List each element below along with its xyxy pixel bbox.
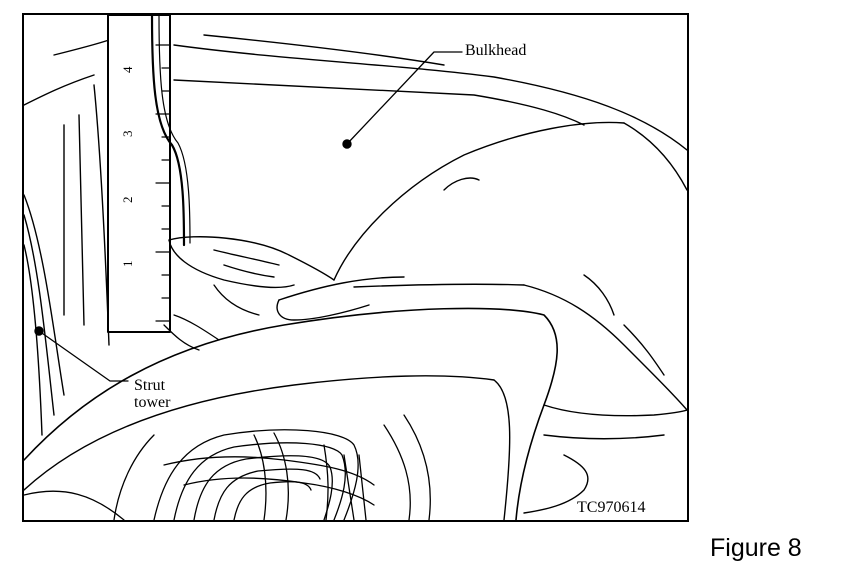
- bulkhead-panel-line: [203, 34, 445, 66]
- bulkhead-label: Bulkhead: [465, 42, 527, 59]
- hand-drawing: [168, 121, 687, 411]
- bulkhead-panel-line: [53, 39, 110, 56]
- strut-tower-outline: [523, 454, 589, 514]
- left-wall-line: [24, 214, 55, 416]
- ruler-tick-label: 3: [120, 131, 135, 138]
- strut-tower-outline: [24, 307, 558, 520]
- hose-line: [158, 15, 191, 244]
- wire-harness: [24, 284, 431, 520]
- illustration-frame: 1 2 3 4: [22, 13, 689, 522]
- bulkhead-panel-line: [173, 79, 585, 126]
- left-wall-line: [78, 114, 85, 326]
- strut-tower-outline: [493, 379, 511, 520]
- image-code: TC970614: [577, 499, 646, 516]
- left-wall-line: [24, 74, 95, 106]
- ruler-tick-label: 2: [120, 197, 135, 204]
- strut-tower-outline: [24, 375, 495, 491]
- measuring-ruler: [107, 15, 171, 333]
- left-wall-line: [93, 84, 110, 346]
- strut-tower-label: Strut tower: [134, 377, 170, 411]
- strut-tower-label-line2: tower: [134, 394, 171, 411]
- bulkhead-panel-line: [173, 44, 687, 151]
- left-wall-line: [24, 244, 43, 436]
- bulkhead-leader-line: [346, 51, 463, 145]
- ruler-tick-label: 1: [120, 261, 135, 268]
- strut-tower-leader-line: [38, 330, 129, 382]
- strut-tower-outline: [543, 404, 687, 417]
- strut-tower-label-line1: Strut: [134, 377, 166, 394]
- figure-caption: Figure 8: [710, 534, 802, 562]
- left-wall-line: [24, 194, 65, 396]
- engine-bay-drawing: 1 2 3 4: [24, 15, 687, 520]
- hose-line: [150, 15, 186, 247]
- strut-tower-outline: [543, 434, 665, 440]
- ruler-tick-label: 4: [120, 66, 135, 73]
